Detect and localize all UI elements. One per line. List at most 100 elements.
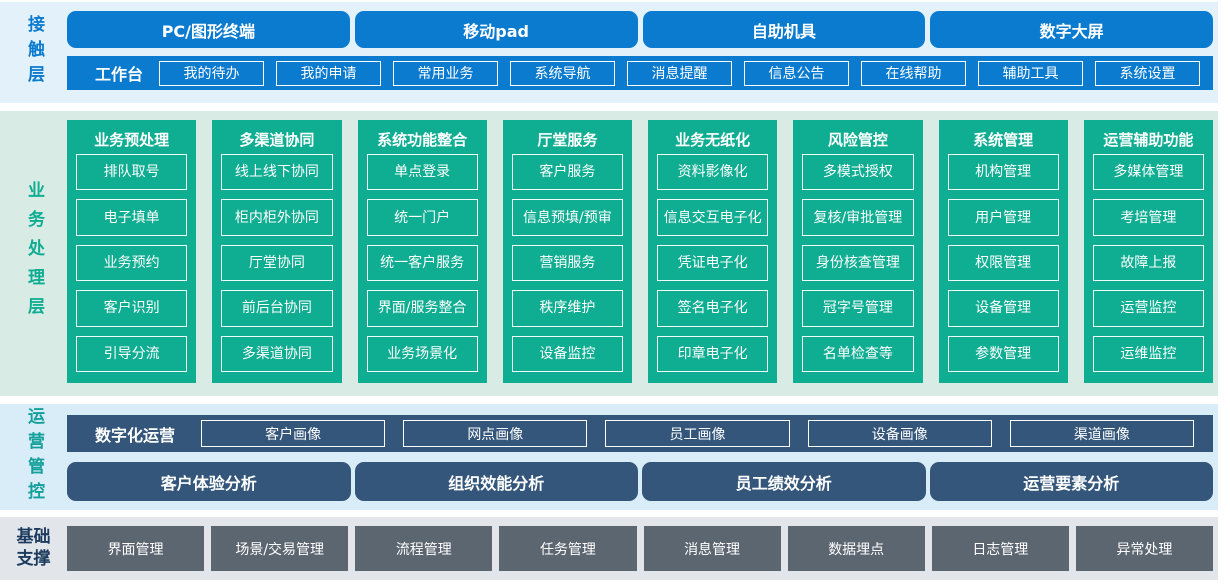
foundation-task-management: 任务管理	[499, 526, 637, 571]
module-box: 冠字号管理	[802, 290, 914, 327]
module-box: 界面/服务整合	[366, 290, 478, 327]
module-box: 设备管理	[947, 290, 1059, 327]
module-box: 柜内柜外协同	[221, 199, 333, 236]
column-operation-auxiliary-functions: 运营辅助功能 多媒体管理 考培管理 故障上报 运营监控 运维监控	[1083, 120, 1213, 383]
operations-layer-label: 运营管控	[24, 407, 44, 507]
profile-device: 设备画像	[807, 420, 992, 447]
digital-operations-label: 数字化运营	[95, 425, 176, 445]
foundation-exception-handling: 异常处理	[1075, 526, 1213, 571]
profile-channel: 渠道画像	[1009, 420, 1195, 447]
column-hall-service: 厅堂服务 客户服务 信息预填/预审 营销服务 秩序维护 设备监控	[502, 120, 632, 383]
module-box: 多媒体管理	[1092, 154, 1204, 191]
column-paperless-business: 业务无纸化 资料影像化 信息交互电子化 凭证电子化 签名电子化 印章电子化	[648, 120, 778, 383]
module-box: 资料影像化	[657, 154, 769, 191]
profile-branch: 网点画像	[403, 420, 588, 447]
foundation-layer-section: 基础支撑 界面管理 场景/交易管理 流程管理 任务管理 消息管理 数据埋点 日志…	[0, 517, 1218, 580]
module-box: 故障上报	[1092, 244, 1204, 282]
module-box: 客户服务	[511, 154, 623, 191]
column-title: 系统管理	[973, 131, 1034, 149]
foundation-row: 界面管理 场景/交易管理 流程管理 任务管理 消息管理 数据埋点 日志管理 异常…	[67, 517, 1218, 580]
analysis-customer-experience: 客户体验分析	[67, 462, 351, 501]
business-columns: 业务预处理 排队取号 电子填单 业务预约 客户识别 引导分流 多渠道协同 线上线…	[67, 111, 1218, 396]
column-title: 运营辅助功能	[1103, 131, 1194, 149]
foundation-layer-label: 基础支撑	[16, 527, 51, 569]
business-layer-gutter: 业务处理层	[0, 111, 67, 396]
module-box: 营销服务	[511, 244, 623, 282]
module-box: 统一门户	[366, 199, 478, 236]
module-box: 运维监控	[1092, 335, 1204, 373]
module-box: 排队取号	[76, 154, 188, 191]
foundation-layer-gutter: 基础支撑	[0, 517, 67, 580]
workbench-item-online-help: 在线帮助	[861, 60, 967, 86]
module-box: 前后台协同	[221, 290, 333, 327]
column-title: 多渠道协同	[239, 131, 315, 149]
module-box: 机构管理	[947, 154, 1059, 191]
workbench-item-auxiliary-tools: 辅助工具	[978, 60, 1084, 86]
analysis-row: 客户体验分析 组织效能分析 员工绩效分析 运营要素分析	[67, 462, 1213, 501]
module-box: 身份核查管理	[802, 244, 914, 282]
device-channel-row: PC/图形终端 移动pad 自助机具 数字大屏	[67, 11, 1213, 48]
foundation-interface-management: 界面管理	[67, 526, 205, 571]
device-digital-screen: 数字大屏	[930, 11, 1213, 48]
analysis-employee-performance: 员工绩效分析	[642, 462, 926, 501]
module-box: 秩序维护	[511, 290, 623, 327]
workbench-item-my-todo: 我的待办	[159, 60, 265, 86]
workbench-item-common-business: 常用业务	[393, 60, 499, 86]
module-box: 多模式授权	[802, 154, 914, 191]
profile-customer: 客户画像	[201, 420, 386, 447]
module-box: 用户管理	[947, 199, 1059, 236]
workbench-item-info-bulletin: 信息公告	[744, 60, 850, 86]
module-box: 运营监控	[1092, 290, 1204, 327]
operations-layer-section: 运营管控 数字化运营 客户画像 网点画像 员工画像 设备画像 渠道画像 客户体验…	[0, 404, 1218, 510]
module-box: 厅堂协同	[221, 244, 333, 282]
module-box: 凭证电子化	[657, 244, 769, 282]
contact-layer-gutter: 接触层	[0, 2, 67, 103]
foundation-data-tracking: 数据埋点	[787, 526, 925, 571]
column-title: 系统功能整合	[377, 131, 468, 149]
module-box: 印章电子化	[657, 335, 769, 373]
workbench-item-system-navigation: 系统导航	[510, 60, 616, 86]
digital-operations-bar: 数字化运营 客户画像 网点画像 员工画像 设备画像 渠道画像	[67, 415, 1213, 452]
module-box: 名单检查等	[802, 335, 914, 373]
workbench-label: 工作台	[95, 65, 144, 84]
module-box: 业务场景化	[366, 335, 478, 373]
device-self-service: 自助机具	[642, 11, 926, 48]
module-box: 多渠道协同	[221, 335, 333, 373]
profile-employee: 员工画像	[605, 420, 790, 447]
device-mobile-pad: 移动pad	[354, 11, 638, 48]
module-box: 业务预约	[76, 244, 188, 282]
module-box: 签名电子化	[657, 290, 769, 327]
module-box: 引导分流	[76, 335, 188, 373]
column-business-preprocessing: 业务预处理 排队取号 电子填单 业务预约 客户识别 引导分流	[67, 120, 197, 383]
module-box: 信息交互电子化	[657, 199, 769, 236]
column-title: 厅堂服务	[537, 131, 598, 149]
workbench-item-message-reminder: 消息提醒	[627, 60, 733, 86]
column-title: 业务预处理	[94, 131, 170, 149]
column-system-function-integration: 系统功能整合 单点登录 统一门户 统一客户服务 界面/服务整合 业务场景化	[357, 120, 487, 383]
module-box: 参数管理	[947, 335, 1059, 373]
module-box: 信息预填/预审	[511, 199, 623, 236]
column-system-management: 系统管理 机构管理 用户管理 权限管理 设备管理 参数管理	[938, 120, 1068, 383]
module-box: 权限管理	[947, 244, 1059, 282]
analysis-operation-elements: 运营要素分析	[929, 462, 1213, 501]
column-title: 业务无纸化	[675, 131, 751, 149]
module-box: 单点登录	[366, 154, 478, 191]
workbench-item-system-settings: 系统设置	[1095, 60, 1201, 86]
module-box: 复核/审批管理	[802, 199, 914, 236]
business-layer-section: 业务处理层 业务预处理 排队取号 电子填单 业务预约 客户识别 引导分流 多渠道…	[0, 111, 1218, 396]
module-box: 考培管理	[1092, 199, 1204, 236]
column-multichannel-collaboration: 多渠道协同 线上线下协同 柜内柜外协同 厅堂协同 前后台协同 多渠道协同	[212, 120, 342, 383]
workbench-item-my-applications: 我的申请	[276, 60, 382, 86]
column-risk-control: 风险管控 多模式授权 复核/审批管理 身份核查管理 冠字号管理 名单检查等	[793, 120, 923, 383]
business-layer-label: 业务处理层	[24, 181, 44, 326]
module-box: 统一客户服务	[366, 244, 478, 282]
operations-layer-gutter: 运营管控	[0, 404, 67, 510]
column-title: 风险管控	[827, 131, 888, 149]
contact-layer-label: 接触层	[24, 15, 44, 90]
module-box: 线上线下协同	[221, 154, 333, 191]
device-pc-terminal: PC/图形终端	[67, 11, 350, 48]
foundation-scene-transaction-management: 场景/交易管理	[211, 526, 349, 571]
module-box: 客户识别	[76, 290, 188, 327]
foundation-message-management: 消息管理	[643, 526, 781, 571]
